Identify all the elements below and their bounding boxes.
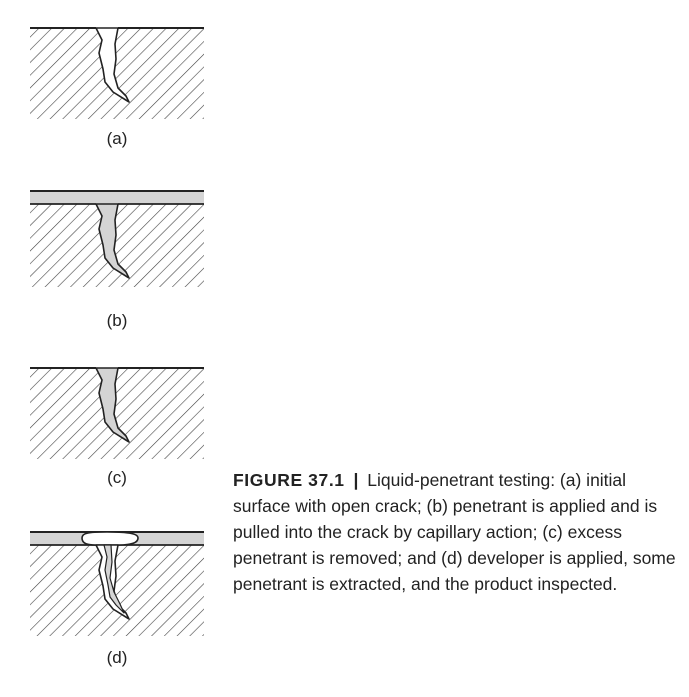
panel-c-label: (c) bbox=[107, 468, 127, 487]
crack-inner-penetrant bbox=[103, 544, 125, 614]
panel-b-label: (b) bbox=[106, 311, 128, 330]
panel-d-diagram bbox=[28, 530, 206, 636]
caption-text: Liquid-penetrant testing: (a) initial su… bbox=[233, 470, 676, 594]
panel-b-diagram bbox=[28, 189, 206, 287]
crack-filled bbox=[95, 367, 130, 443]
material-block bbox=[30, 28, 204, 119]
material-block bbox=[30, 544, 204, 636]
figure-separator: | bbox=[353, 470, 359, 490]
extracted-penetrant bbox=[81, 531, 139, 546]
panel-a-label: (a) bbox=[106, 129, 128, 148]
material-block bbox=[30, 368, 204, 459]
figure-caption: FIGURE 37.1 | Liquid-penetrant testing: … bbox=[233, 467, 685, 597]
panel-a-diagram bbox=[28, 26, 206, 121]
crack-filled bbox=[95, 544, 130, 620]
panel-d-label: (d) bbox=[106, 648, 128, 667]
panel-c-diagram bbox=[28, 366, 206, 461]
material-block bbox=[30, 203, 204, 287]
figure-number: FIGURE 37.1 bbox=[233, 470, 345, 490]
crack bbox=[95, 27, 130, 103]
crack-filled bbox=[95, 203, 130, 279]
penetrant-layer bbox=[30, 191, 204, 204]
